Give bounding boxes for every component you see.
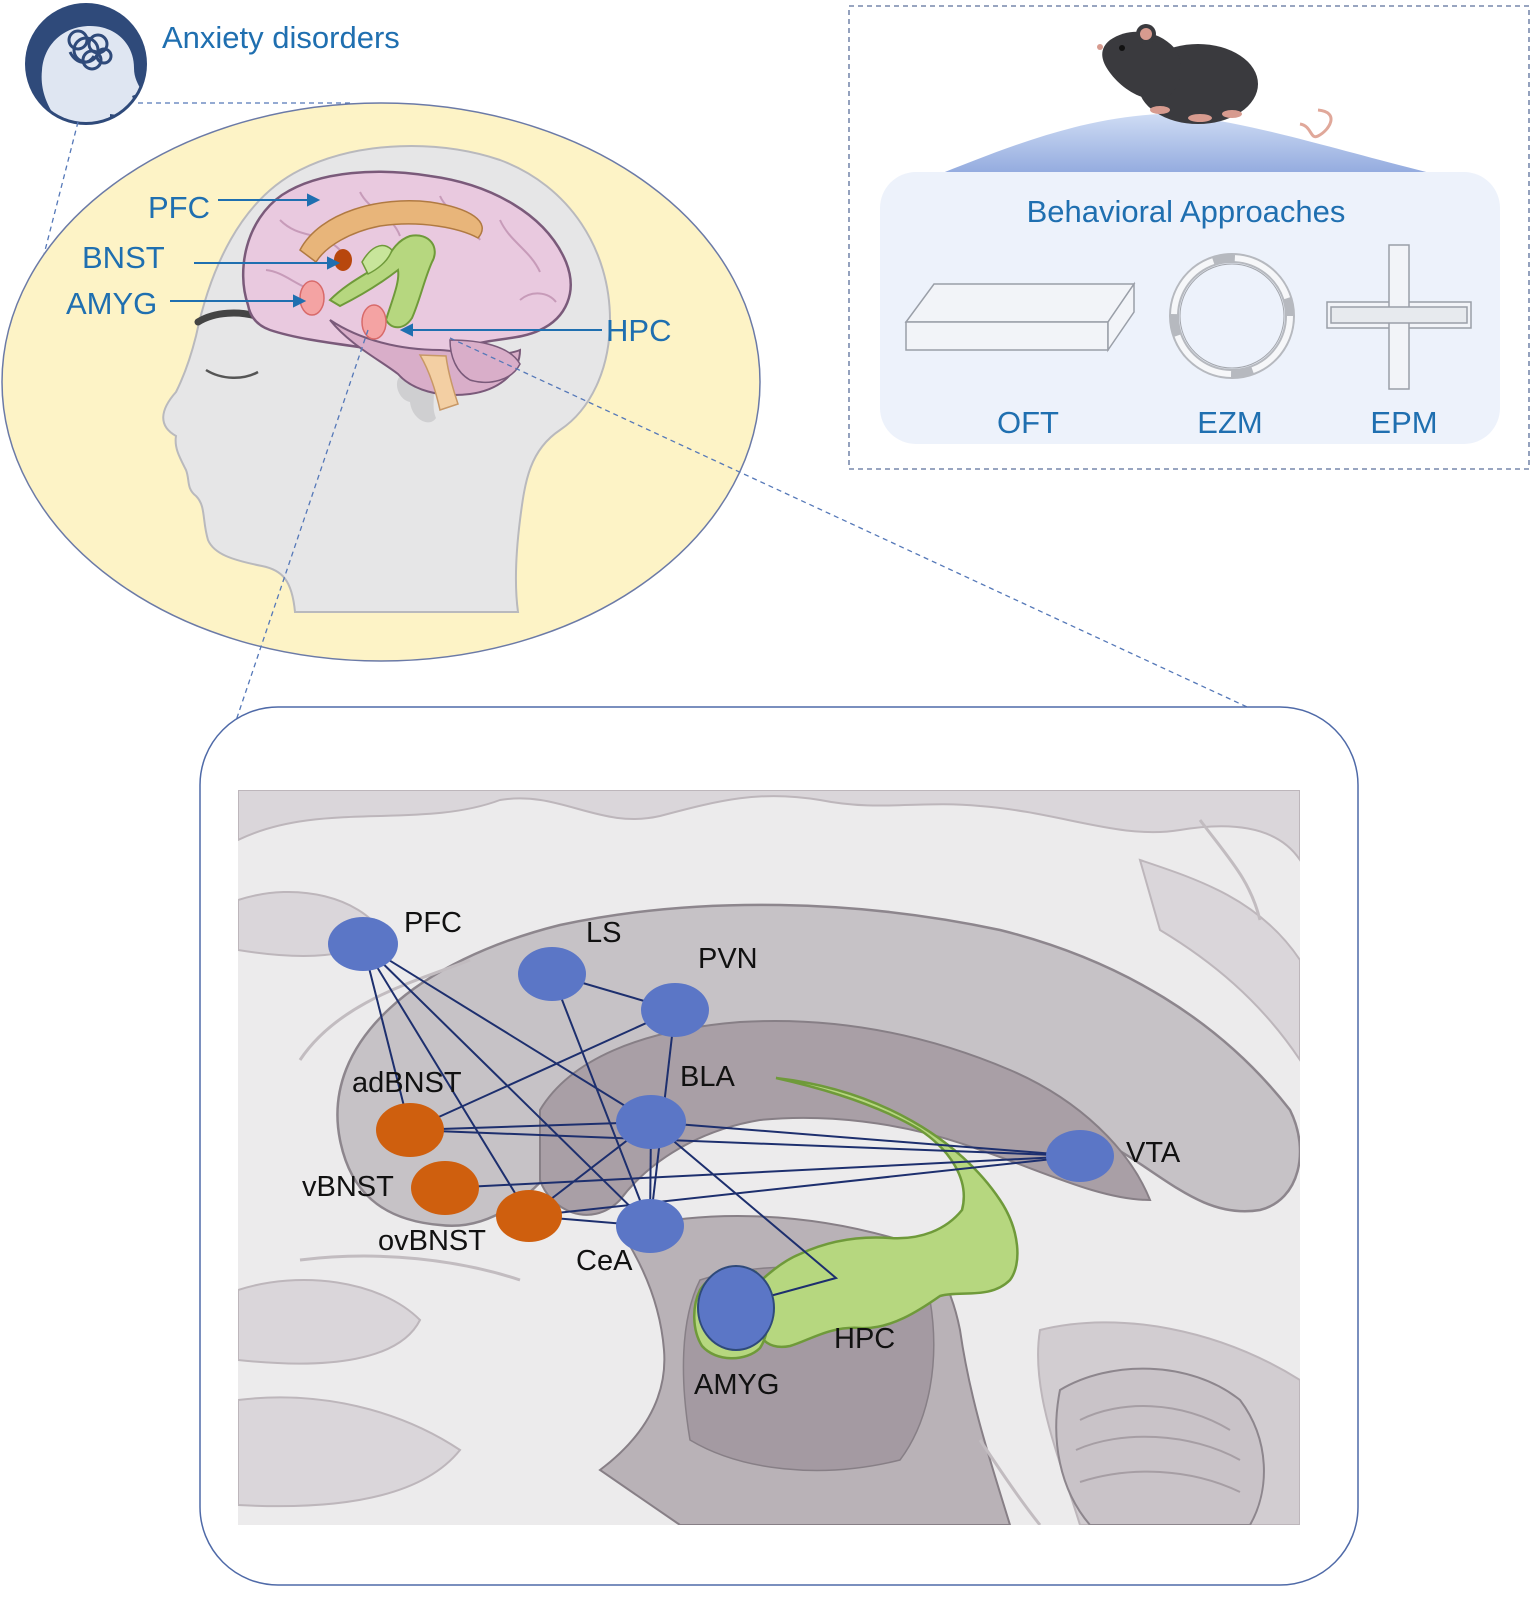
node-label-ovbnst: ovBNST	[378, 1225, 486, 1257]
edge-pfc-bla	[362, 943, 652, 1123]
edge-adbnst-bla	[409, 1121, 652, 1131]
human-brain-illustration: PFC BNST AMYG HPC	[1, 102, 761, 662]
amygdala-region-lower	[361, 304, 387, 340]
node-label-pfc: PFC	[404, 907, 462, 939]
test-oft-label: OFT	[997, 405, 1059, 440]
node-label-amyg: AMYG	[694, 1369, 779, 1401]
edge-bla-vta	[650, 1121, 1081, 1157]
edge-pfc-ovbnst	[362, 943, 530, 1217]
edge-pfc-cea	[362, 943, 651, 1227]
figure-title: Anxiety disorders	[162, 20, 400, 55]
node-pvn	[641, 983, 709, 1037]
node-label-cea: CeA	[576, 1245, 633, 1277]
edge-vbnst-vta	[444, 1155, 1081, 1189]
elevated-plus-maze-icon	[1326, 244, 1472, 390]
behavior-panel-title: Behavioral Approaches	[1027, 194, 1346, 229]
zoom-connector-lines	[39, 102, 350, 271]
node-label-bla: BLA	[680, 1061, 735, 1093]
node-label-hpc: HPC	[834, 1323, 895, 1355]
closed-eye-icon	[205, 368, 259, 379]
edge-adbnst-vta	[409, 1129, 1081, 1157]
edge-ovbnst-vta	[528, 1155, 1081, 1217]
node-label-vta: VTA	[1126, 1137, 1181, 1169]
label-amyg: AMYG	[66, 286, 157, 321]
corpus-callosum	[299, 200, 483, 264]
edge-pfc-adbnst	[362, 943, 411, 1131]
head-with-tangled-thoughts-icon	[25, 3, 147, 125]
behavioral-approaches-panel: Behavioral Approaches OFT EZM EPM	[848, 5, 1530, 470]
node-label-ls: LS	[586, 917, 621, 949]
node-label-vbnst: vBNST	[302, 1171, 394, 1203]
node-bla	[616, 1095, 686, 1149]
amygdala-region	[299, 280, 325, 316]
node-vbnst	[411, 1161, 479, 1215]
node-ovbnst	[496, 1190, 562, 1242]
circuit-connections	[362, 943, 1081, 1303]
label-arrows	[170, 193, 602, 337]
edge-pvn-adbnst	[409, 1009, 676, 1131]
hpc-region-slice	[740, 1076, 1019, 1349]
test-ezm-label: EZM	[1197, 405, 1262, 440]
label-bnst: BNST	[82, 240, 165, 275]
open-field-box-icon	[904, 281, 1136, 353]
node-vta	[1046, 1130, 1114, 1182]
bnst-region	[334, 249, 352, 271]
label-hpc: HPC	[606, 313, 671, 348]
mouse-icon	[1097, 24, 1333, 139]
node-cea	[616, 1199, 684, 1253]
edge-ls-cea	[551, 973, 651, 1227]
node-ls	[518, 947, 586, 1001]
node-label-pvn: PVN	[698, 943, 758, 975]
node-label-adbnst: adBNST	[352, 1067, 462, 1099]
test-epm-label: EPM	[1370, 405, 1437, 440]
circuit-nodes: PFC LS PVN BLA CeA VTA adBNST vBNST ovBNST HPC AMY…	[302, 907, 1181, 1401]
node-amyg	[697, 1265, 775, 1351]
elevated-zero-maze-icon	[1169, 253, 1295, 379]
node-pfc	[328, 917, 398, 971]
circuit-panel: PFC LS PVN BLA CeA VTA adBNST vBNST ovBNST HPC AMY…	[199, 706, 1359, 1586]
label-pfc: PFC	[148, 190, 210, 225]
node-adbnst	[376, 1103, 444, 1157]
magnification-lines	[219, 329, 1259, 769]
